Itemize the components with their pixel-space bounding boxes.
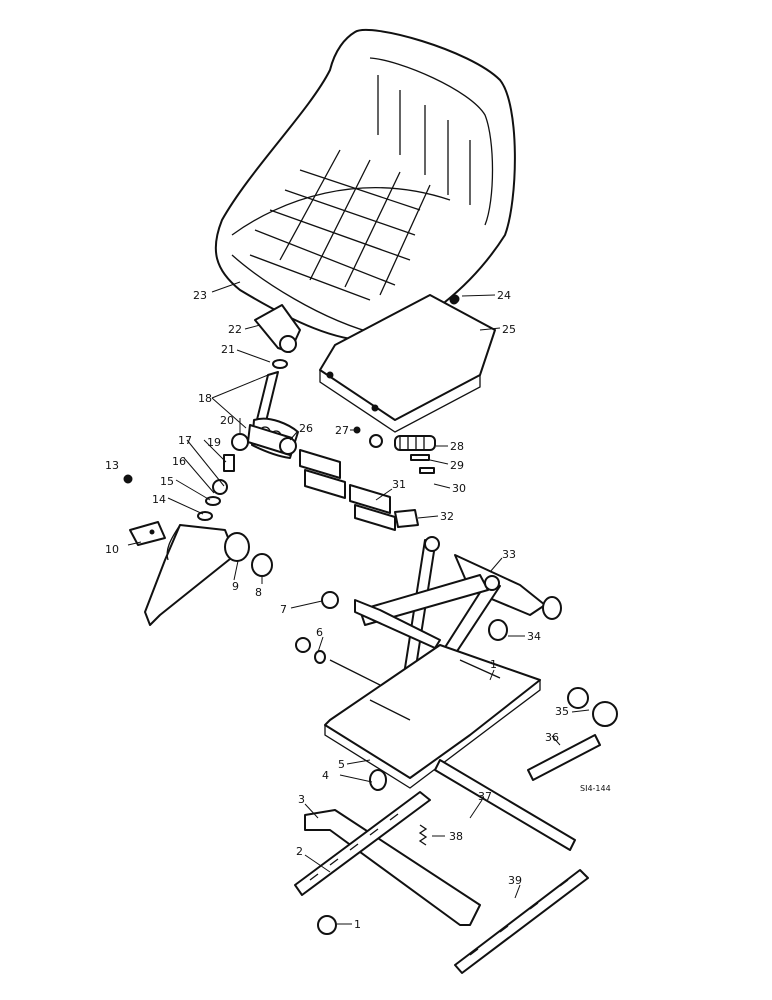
bushing-part-7	[321, 591, 339, 609]
callout-24: 24	[497, 289, 511, 302]
bushing-part-4	[369, 769, 387, 791]
callout-13: 13	[105, 459, 119, 472]
drawing-code: SI4-144	[580, 784, 611, 793]
pin-part-29	[410, 454, 430, 461]
callout-22: 22	[228, 323, 242, 336]
rail-part-2	[294, 791, 431, 896]
callout-19: 19	[207, 436, 221, 449]
rail-part-39	[454, 869, 589, 974]
callout-7: 7	[280, 603, 287, 616]
callout-34: 34	[527, 630, 541, 643]
callout-29: 29	[450, 459, 464, 472]
slide-plate-part-3	[304, 809, 481, 926]
callout-14: 14	[152, 493, 166, 506]
bolt-part-13	[123, 474, 133, 484]
callout-4: 4	[322, 769, 329, 782]
callout-labels: 23 24 25 22 21 18 20 26 27 28 29 30 31 3…	[105, 289, 611, 931]
seat-pan-part-23	[214, 28, 516, 342]
callout-27: 27	[335, 424, 349, 437]
bushing-part-8	[251, 553, 273, 577]
callout-6: 6	[316, 626, 323, 639]
washer-part-15	[205, 496, 221, 506]
callout-10: 10	[105, 543, 119, 556]
bushing-part-6	[295, 637, 326, 664]
callout-31: 31	[392, 478, 406, 491]
spring-part-38	[418, 824, 428, 846]
callout-25: 25	[502, 323, 516, 336]
callout-1-lower: 1	[354, 918, 361, 931]
base-plate-part-5	[324, 644, 541, 789]
pin-part-30	[419, 467, 435, 474]
damper-part-28	[369, 434, 436, 451]
callout-28: 28	[450, 440, 464, 453]
nut-part-17	[212, 479, 228, 495]
callout-30: 30	[452, 482, 466, 495]
callout-33: 33	[502, 548, 516, 561]
bar-part-36	[527, 734, 601, 781]
knob-part-1	[317, 915, 337, 935]
clip-part-10	[129, 521, 166, 546]
pin-part-19	[223, 454, 235, 472]
knob-part-35	[567, 687, 618, 727]
callout-9: 9	[232, 580, 239, 593]
seat-bracket-part-25	[319, 294, 496, 433]
callout-39: 39	[508, 874, 522, 887]
washer-part-21	[272, 359, 288, 369]
callout-36: 36	[545, 731, 559, 744]
pads-part-31	[299, 449, 396, 531]
fitting-part-32	[394, 509, 419, 528]
callout-15: 15	[160, 475, 174, 488]
callout-23: 23	[193, 289, 207, 302]
callout-38: 38	[449, 830, 463, 843]
callout-16: 16	[172, 455, 186, 468]
callout-2: 2	[296, 845, 303, 858]
leader-lines	[127, 281, 590, 925]
callout-20: 20	[220, 414, 234, 427]
callout-3: 3	[298, 793, 305, 806]
callout-17: 17	[178, 434, 192, 447]
callout-21: 21	[221, 343, 235, 356]
bracket-part-9	[144, 524, 250, 626]
rail-part-37	[434, 759, 576, 851]
washer-part-14	[197, 511, 213, 521]
bushing-part-20	[231, 433, 249, 451]
callout-35: 35	[555, 705, 569, 718]
screw-part-24	[450, 294, 460, 304]
callout-32: 32	[440, 510, 454, 523]
callout-8: 8	[255, 586, 262, 599]
bushing-part-34	[488, 619, 508, 641]
shaft-part-26	[247, 424, 297, 456]
callout-37: 37	[478, 790, 492, 803]
callout-1-upper: 1	[490, 658, 497, 671]
callout-5: 5	[338, 758, 345, 771]
handle-part-22	[254, 304, 301, 353]
callout-26: 26	[299, 422, 313, 435]
callout-18: 18	[198, 392, 212, 405]
